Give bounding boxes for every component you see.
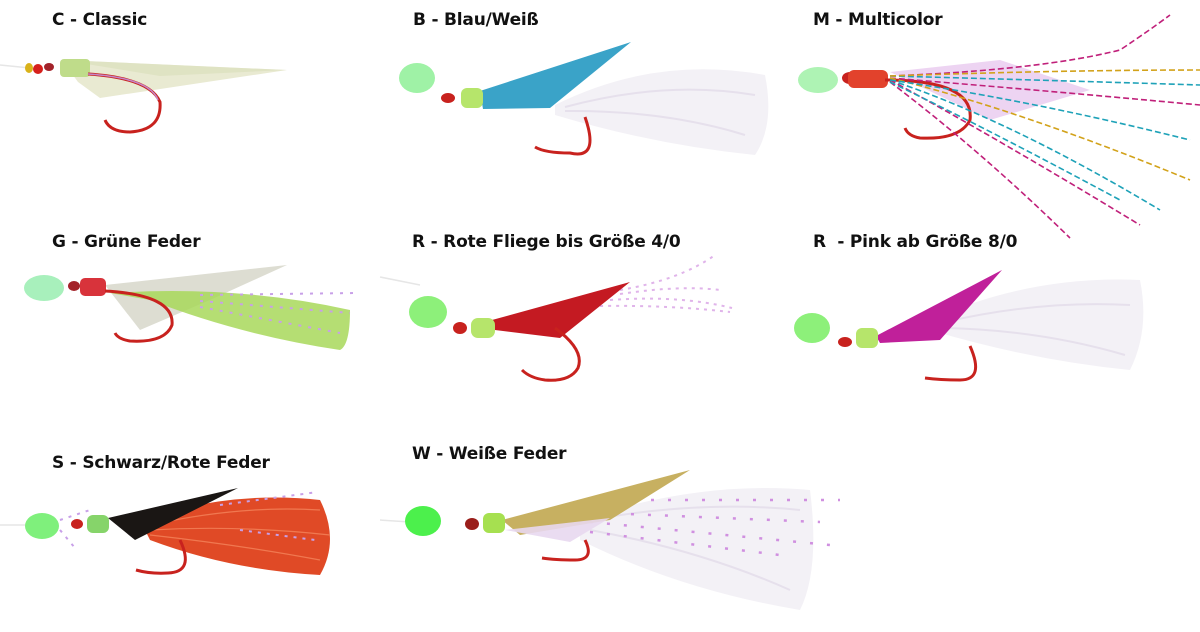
- bead-red: [33, 64, 43, 74]
- wing: [876, 270, 1002, 343]
- wing: [108, 488, 238, 540]
- bead: [25, 513, 59, 539]
- hook-eye: [465, 518, 479, 530]
- wing: [492, 282, 630, 338]
- hook: [534, 116, 592, 156]
- variant-label: R - Rote Fliege bis Größe 4/0: [412, 232, 681, 252]
- tail-feather: [110, 291, 350, 350]
- lure-image-pink: [794, 270, 1144, 382]
- tail-feather: [580, 488, 814, 610]
- fishing-line: [379, 519, 411, 523]
- collar: [856, 328, 878, 348]
- tinsel-strands: [579, 498, 840, 557]
- hook-eye: [68, 281, 80, 291]
- variant-label: G - Grüne Feder: [52, 232, 201, 252]
- lure-image-rote-fliege: [379, 254, 733, 382]
- hook-eye: [441, 93, 455, 103]
- tail-feather: [555, 69, 769, 155]
- hook: [541, 539, 590, 562]
- hook: [104, 289, 174, 343]
- lure-image-weisse-feder: [379, 470, 840, 610]
- collar: [60, 59, 90, 77]
- fishing-line: [0, 64, 31, 69]
- bead: [409, 296, 447, 328]
- wing: [502, 470, 690, 535]
- tinsel-strands: [599, 254, 733, 313]
- tinsel-strands: [889, 14, 1200, 239]
- bead: [24, 275, 64, 301]
- lure-image-multicolor: [798, 14, 1200, 239]
- collar: [461, 88, 483, 108]
- collar: [848, 70, 888, 88]
- lure-image-blau-weiss: [399, 42, 769, 156]
- variant-label: B - Blau/Weiß: [413, 10, 539, 30]
- tail-feather: [930, 279, 1144, 370]
- hook-eye: [838, 337, 852, 347]
- lure-image-classic: [0, 59, 287, 134]
- bead: [399, 63, 435, 93]
- bead: [794, 313, 830, 343]
- variant-label: S - Schwarz/Rote Feder: [52, 453, 270, 473]
- hook: [924, 345, 978, 382]
- lure-image-gruene-feder: [24, 265, 356, 350]
- collar: [483, 513, 505, 533]
- fishing-line: [379, 276, 421, 286]
- collar: [87, 515, 109, 533]
- bead: [798, 67, 838, 93]
- collar: [80, 278, 106, 296]
- variant-label: W - Weiße Feder: [412, 444, 567, 464]
- variant-label: C - Classic: [52, 10, 148, 30]
- wing: [480, 42, 631, 109]
- hook-eye: [453, 322, 467, 334]
- hook-eye: [44, 63, 54, 71]
- collar: [471, 318, 495, 338]
- variant-label: M - Multicolor: [813, 10, 943, 30]
- hook: [135, 539, 187, 575]
- variant-label: R - Pink ab Größe 8/0: [813, 232, 1018, 252]
- lure-image-schwarz-rote-feder: [0, 488, 331, 575]
- hook-eye: [71, 519, 83, 529]
- bead: [405, 506, 441, 536]
- hook: [520, 326, 581, 382]
- hook: [884, 78, 972, 140]
- tail-feather: [140, 497, 330, 575]
- bead-yellow: [25, 63, 33, 73]
